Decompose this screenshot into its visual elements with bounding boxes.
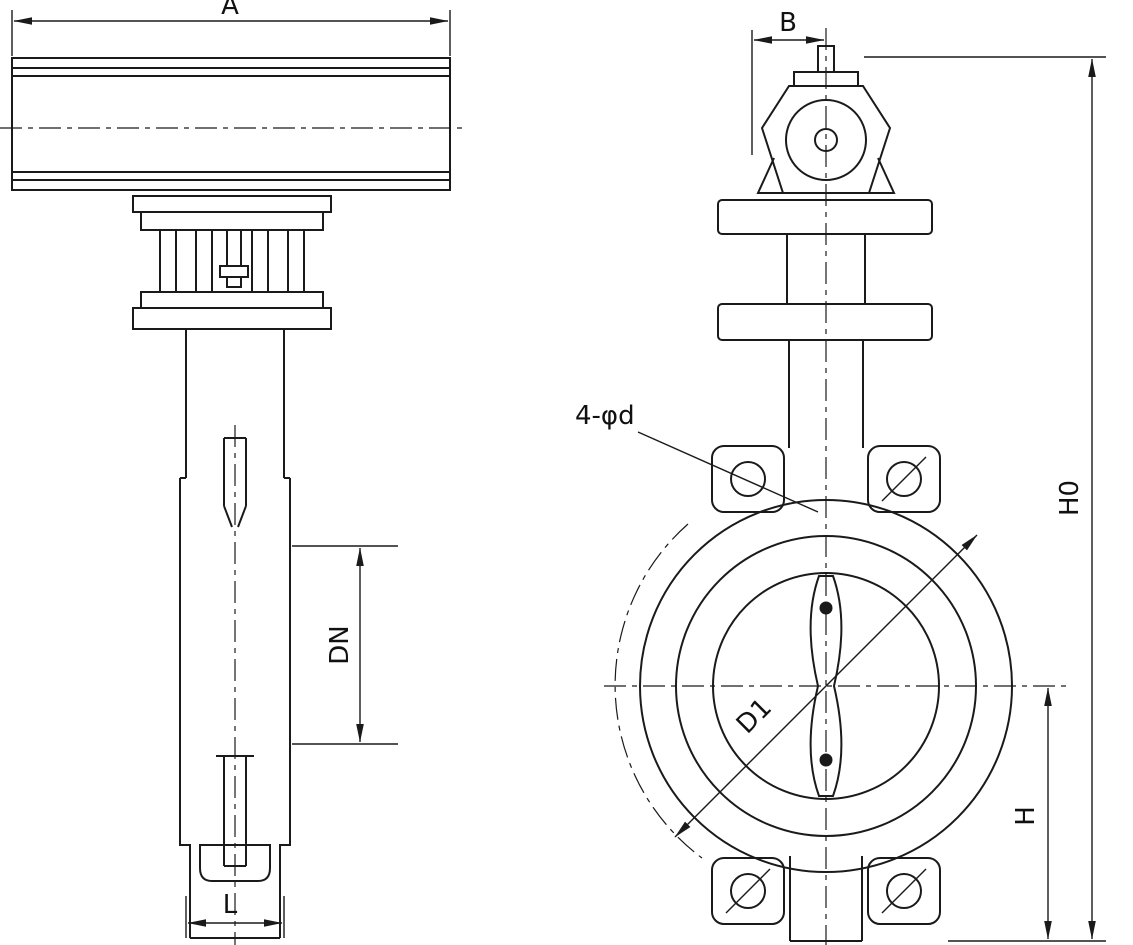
slot-taper-left (223, 505, 233, 528)
dim-label-l: L (223, 890, 238, 920)
body-outer-circle (639, 499, 1013, 873)
bottom-lugs (711, 856, 941, 942)
bracket-plate-3 (140, 291, 324, 309)
lug-hole (730, 461, 766, 497)
top-flange (717, 199, 933, 235)
dim-label-a: A (221, 0, 239, 21)
dim-dn: DN (292, 545, 398, 745)
bracket-column (287, 229, 305, 293)
gearbox-wheel (785, 99, 867, 181)
dim-label-d1: D1 (731, 693, 778, 740)
dim-label-h0: H0 (1055, 480, 1085, 516)
dim-l: L (185, 890, 285, 938)
bracket-plate-4 (132, 307, 332, 330)
actuator-body (0, 57, 462, 191)
center-bolt (219, 229, 249, 288)
front-view: B 4-φd (575, 8, 1106, 945)
body-left-edge (179, 478, 191, 938)
bottom-cap (199, 844, 271, 882)
dim-label-h: H (1011, 806, 1041, 826)
disc-pivot-dot-bottom (819, 753, 833, 767)
bolt-tip (226, 276, 242, 288)
dim-label-dn: DN (325, 625, 355, 664)
gearbox-hub (814, 128, 838, 152)
top-lugs (711, 445, 941, 513)
bracket-column (251, 229, 269, 293)
lower-flange (717, 303, 933, 341)
bracket-plate-2 (140, 211, 324, 231)
dim-label-b: B (779, 8, 797, 38)
bracket-column (159, 229, 177, 293)
bolt-holes-label: 4-φd (575, 401, 635, 431)
bolt-head (219, 265, 249, 278)
bottom-lug-left (711, 857, 785, 925)
slot-taper-right (237, 505, 247, 528)
actuator-outline (11, 57, 451, 191)
body-right-edge (279, 478, 291, 938)
dim-b: B (751, 8, 825, 155)
lug-hole (886, 873, 922, 909)
lug-hole (730, 873, 766, 909)
hole-slash (725, 868, 771, 914)
hole-slash (881, 868, 927, 914)
top-lug-right (867, 445, 941, 513)
bolt-holes-leader (637, 431, 819, 513)
bracket-plate-1 (132, 195, 332, 213)
disc-swing-arc (614, 523, 703, 859)
dim-h0: H0 (864, 56, 1106, 942)
stem-slot-bottom (216, 755, 254, 867)
dim-d1-line (674, 534, 978, 838)
bolt-holes-callout: 4-φd (575, 401, 819, 513)
side-view: A (0, 0, 462, 945)
lug-hole (886, 461, 922, 497)
dim-a: A (11, 0, 451, 56)
disc-pivot-dot-top (819, 601, 833, 615)
hole-slash (881, 456, 927, 502)
gearbox-foot-left (756, 157, 790, 194)
bracket-column (195, 229, 213, 293)
bolt-shank (226, 229, 242, 267)
bottom-lug-right (867, 857, 941, 925)
mounting-bracket (132, 195, 332, 330)
dim-h: H (1011, 687, 1052, 940)
gearbox-housing (756, 85, 896, 194)
gearbox-foot-right (862, 157, 896, 194)
top-lug-left (711, 445, 785, 513)
